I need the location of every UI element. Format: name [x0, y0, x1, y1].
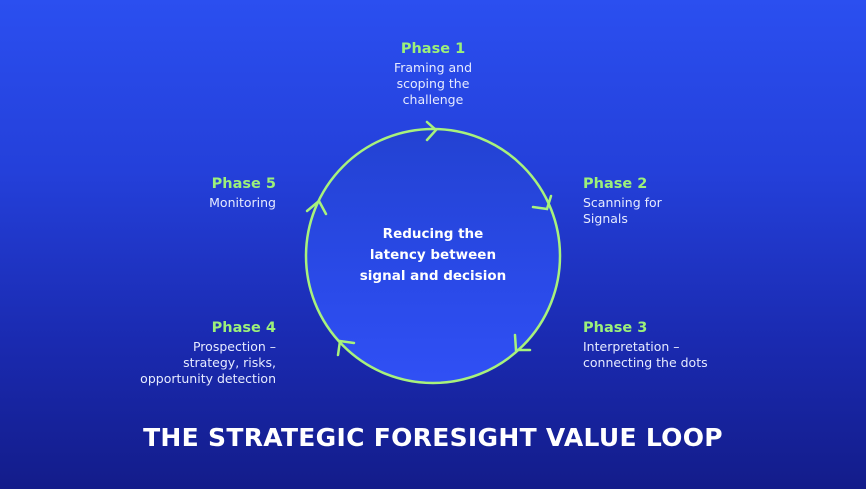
phase-3-label: Phase 3 Interpretation – connecting the … — [583, 318, 763, 371]
phase-1-description: Framing and scoping the challenge — [393, 60, 473, 107]
arrow-icon — [513, 333, 532, 352]
phase-5-label: Phase 5 Monitoring — [140, 174, 276, 211]
phase-1-title: Phase 1 — [400, 41, 466, 57]
phase-3-description: Interpretation – connecting the dots — [583, 339, 708, 370]
arrow-icon — [531, 194, 553, 211]
phase-2-description: Scanning for Signals — [583, 195, 662, 226]
loop-center-text: Reducing the latency between signal and … — [359, 226, 507, 284]
arrow-icon — [336, 339, 356, 357]
phase-4-title: Phase 4 — [211, 320, 276, 336]
phase-5-description: Monitoring — [209, 195, 276, 210]
phase-5-title: Phase 5 — [211, 176, 276, 192]
phase-4-label: Phase 4 Prospection – strategy, risks, o… — [120, 318, 276, 387]
diagram-title: THE STRATEGIC FORESIGHT VALUE LOOP — [143, 423, 723, 452]
arrow-icon — [305, 199, 328, 216]
arrow-icon — [425, 120, 438, 142]
phase-3-title: Phase 3 — [583, 320, 648, 336]
phase-2-label: Phase 2 Scanning for Signals — [583, 174, 743, 227]
phase-4-description: Prospection – strategy, risks, opportuni… — [140, 339, 276, 386]
phase-1-label: Phase 1 Framing and scoping the challeng… — [363, 39, 503, 108]
phase-2-title: Phase 2 — [583, 176, 648, 192]
